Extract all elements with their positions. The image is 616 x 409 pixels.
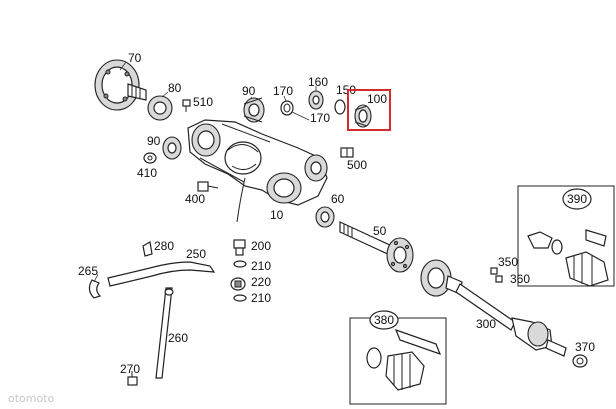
label-170-lower: 170 [310, 111, 330, 125]
label-360: 360 [510, 272, 530, 286]
label-90-upper: 90 [242, 84, 256, 98]
label-150: 150 [336, 83, 356, 97]
part-410-washer[interactable] [143, 152, 157, 164]
label-90-lower: 90 [147, 134, 161, 148]
part-350-bolt[interactable] [490, 267, 498, 275]
part-90-bearing-lower[interactable] [162, 136, 182, 160]
label-390: 390 [567, 192, 587, 206]
label-370: 370 [575, 340, 595, 354]
label-400: 400 [185, 192, 205, 206]
label-70: 70 [128, 51, 142, 65]
label-80: 80 [168, 81, 182, 95]
label-200: 200 [251, 239, 271, 253]
part-280-clip[interactable] [142, 241, 153, 257]
part-10-differential-housing[interactable] [187, 119, 328, 206]
part-400-bolt[interactable] [197, 181, 219, 192]
label-390-badge [562, 188, 592, 210]
label-380-badge [369, 310, 399, 330]
label-510: 510 [193, 95, 213, 109]
part-265-hose-end[interactable] [88, 279, 102, 299]
label-260: 260 [168, 331, 188, 345]
label-500: 500 [347, 158, 367, 172]
part-300-drive-shaft[interactable] [420, 259, 567, 357]
label-170-upper: 170 [273, 84, 293, 98]
part-380-boot-kit[interactable] [349, 317, 447, 405]
part-50-flanged-shaft[interactable] [339, 221, 414, 273]
breather-wire [236, 177, 246, 223]
label-210-upper: 210 [251, 259, 271, 273]
part-270-bolt[interactable] [127, 371, 138, 386]
label-60: 60 [331, 192, 345, 206]
part-210-washer-lower[interactable] [233, 294, 247, 302]
part-80-seal[interactable] [147, 95, 173, 121]
part-360-bolt[interactable] [495, 275, 503, 283]
label-300: 300 [476, 317, 496, 331]
label-50: 50 [373, 224, 387, 238]
label-210-lower: 210 [251, 291, 271, 305]
part-510-bolt[interactable] [182, 99, 191, 112]
part-60-seal[interactable] [315, 206, 335, 228]
part-160-bearing[interactable] [308, 90, 324, 110]
label-250: 250 [186, 247, 206, 261]
part-90-bearing-upper[interactable] [243, 97, 265, 123]
label-220: 220 [251, 275, 271, 289]
label-280: 280 [154, 239, 174, 253]
part-250-hose[interactable] [107, 261, 216, 287]
label-410: 410 [137, 166, 157, 180]
watermark: otomoto [8, 392, 55, 405]
label-270: 270 [120, 362, 140, 376]
part-200-plug[interactable] [233, 239, 246, 256]
part-370-nut[interactable] [572, 354, 588, 368]
label-100: 100 [367, 92, 387, 106]
part-500-bolt[interactable] [340, 147, 354, 158]
highlight-box-100 [347, 89, 391, 131]
part-220-plug[interactable] [230, 277, 246, 291]
part-210-washer-upper[interactable] [233, 260, 247, 268]
part-100-bearing[interactable] [354, 104, 372, 128]
part-390-boot-kit[interactable] [517, 185, 615, 287]
label-10: 10 [270, 208, 284, 222]
label-350: 350 [498, 255, 518, 269]
label-380: 380 [374, 313, 394, 327]
part-150-seal[interactable] [334, 99, 346, 115]
label-160: 160 [308, 75, 328, 89]
part-70-flange[interactable] [94, 59, 147, 111]
part-260-bracket[interactable] [155, 287, 174, 379]
part-170-shim-upper[interactable] [280, 100, 294, 116]
label-265: 265 [78, 264, 98, 278]
